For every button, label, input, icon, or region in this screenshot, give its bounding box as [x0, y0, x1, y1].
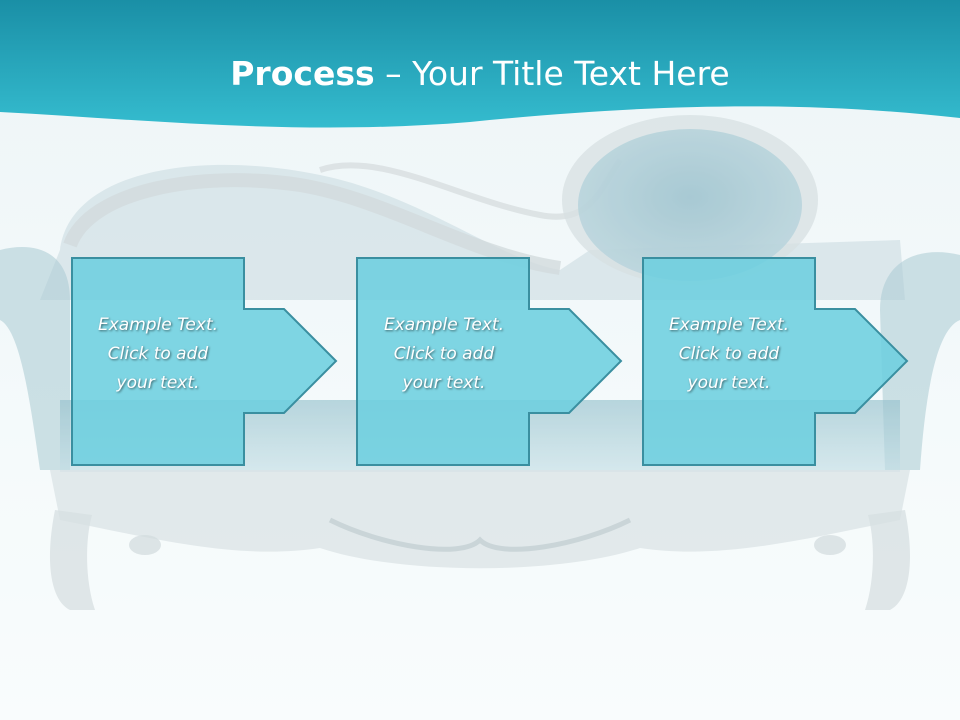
process-step-3[interactable]	[642, 257, 909, 466]
step-3-line-2: Click to add	[678, 344, 780, 364]
step-1-line-2: Click to add	[107, 344, 209, 364]
step-3-line-3: your text.	[687, 373, 771, 393]
step-2-line-3: your text.	[402, 373, 486, 393]
step-3-line-1: Example Text.	[668, 315, 790, 335]
title-dash: –	[374, 54, 413, 93]
step-2-text[interactable]: Example Text. Click to add your text.	[358, 311, 530, 398]
title-rest: Your Title Text Here	[412, 54, 730, 93]
step-2-line-2: Click to add	[393, 344, 495, 364]
title-band	[0, 0, 960, 128]
slide-title[interactable]: Process – Your Title Text Here	[0, 50, 960, 98]
process-step-1[interactable]	[71, 257, 338, 466]
step-1-line-1: Example Text.	[97, 315, 219, 335]
step-1-text[interactable]: Example Text. Click to add your text.	[72, 311, 244, 398]
step-3-text[interactable]: Example Text. Click to add your text.	[643, 311, 815, 398]
step-2-line-1: Example Text.	[383, 315, 505, 335]
process-step-2[interactable]	[356, 257, 623, 466]
title-bold-part: Process	[230, 54, 375, 93]
step-1-line-3: your text.	[116, 373, 200, 393]
